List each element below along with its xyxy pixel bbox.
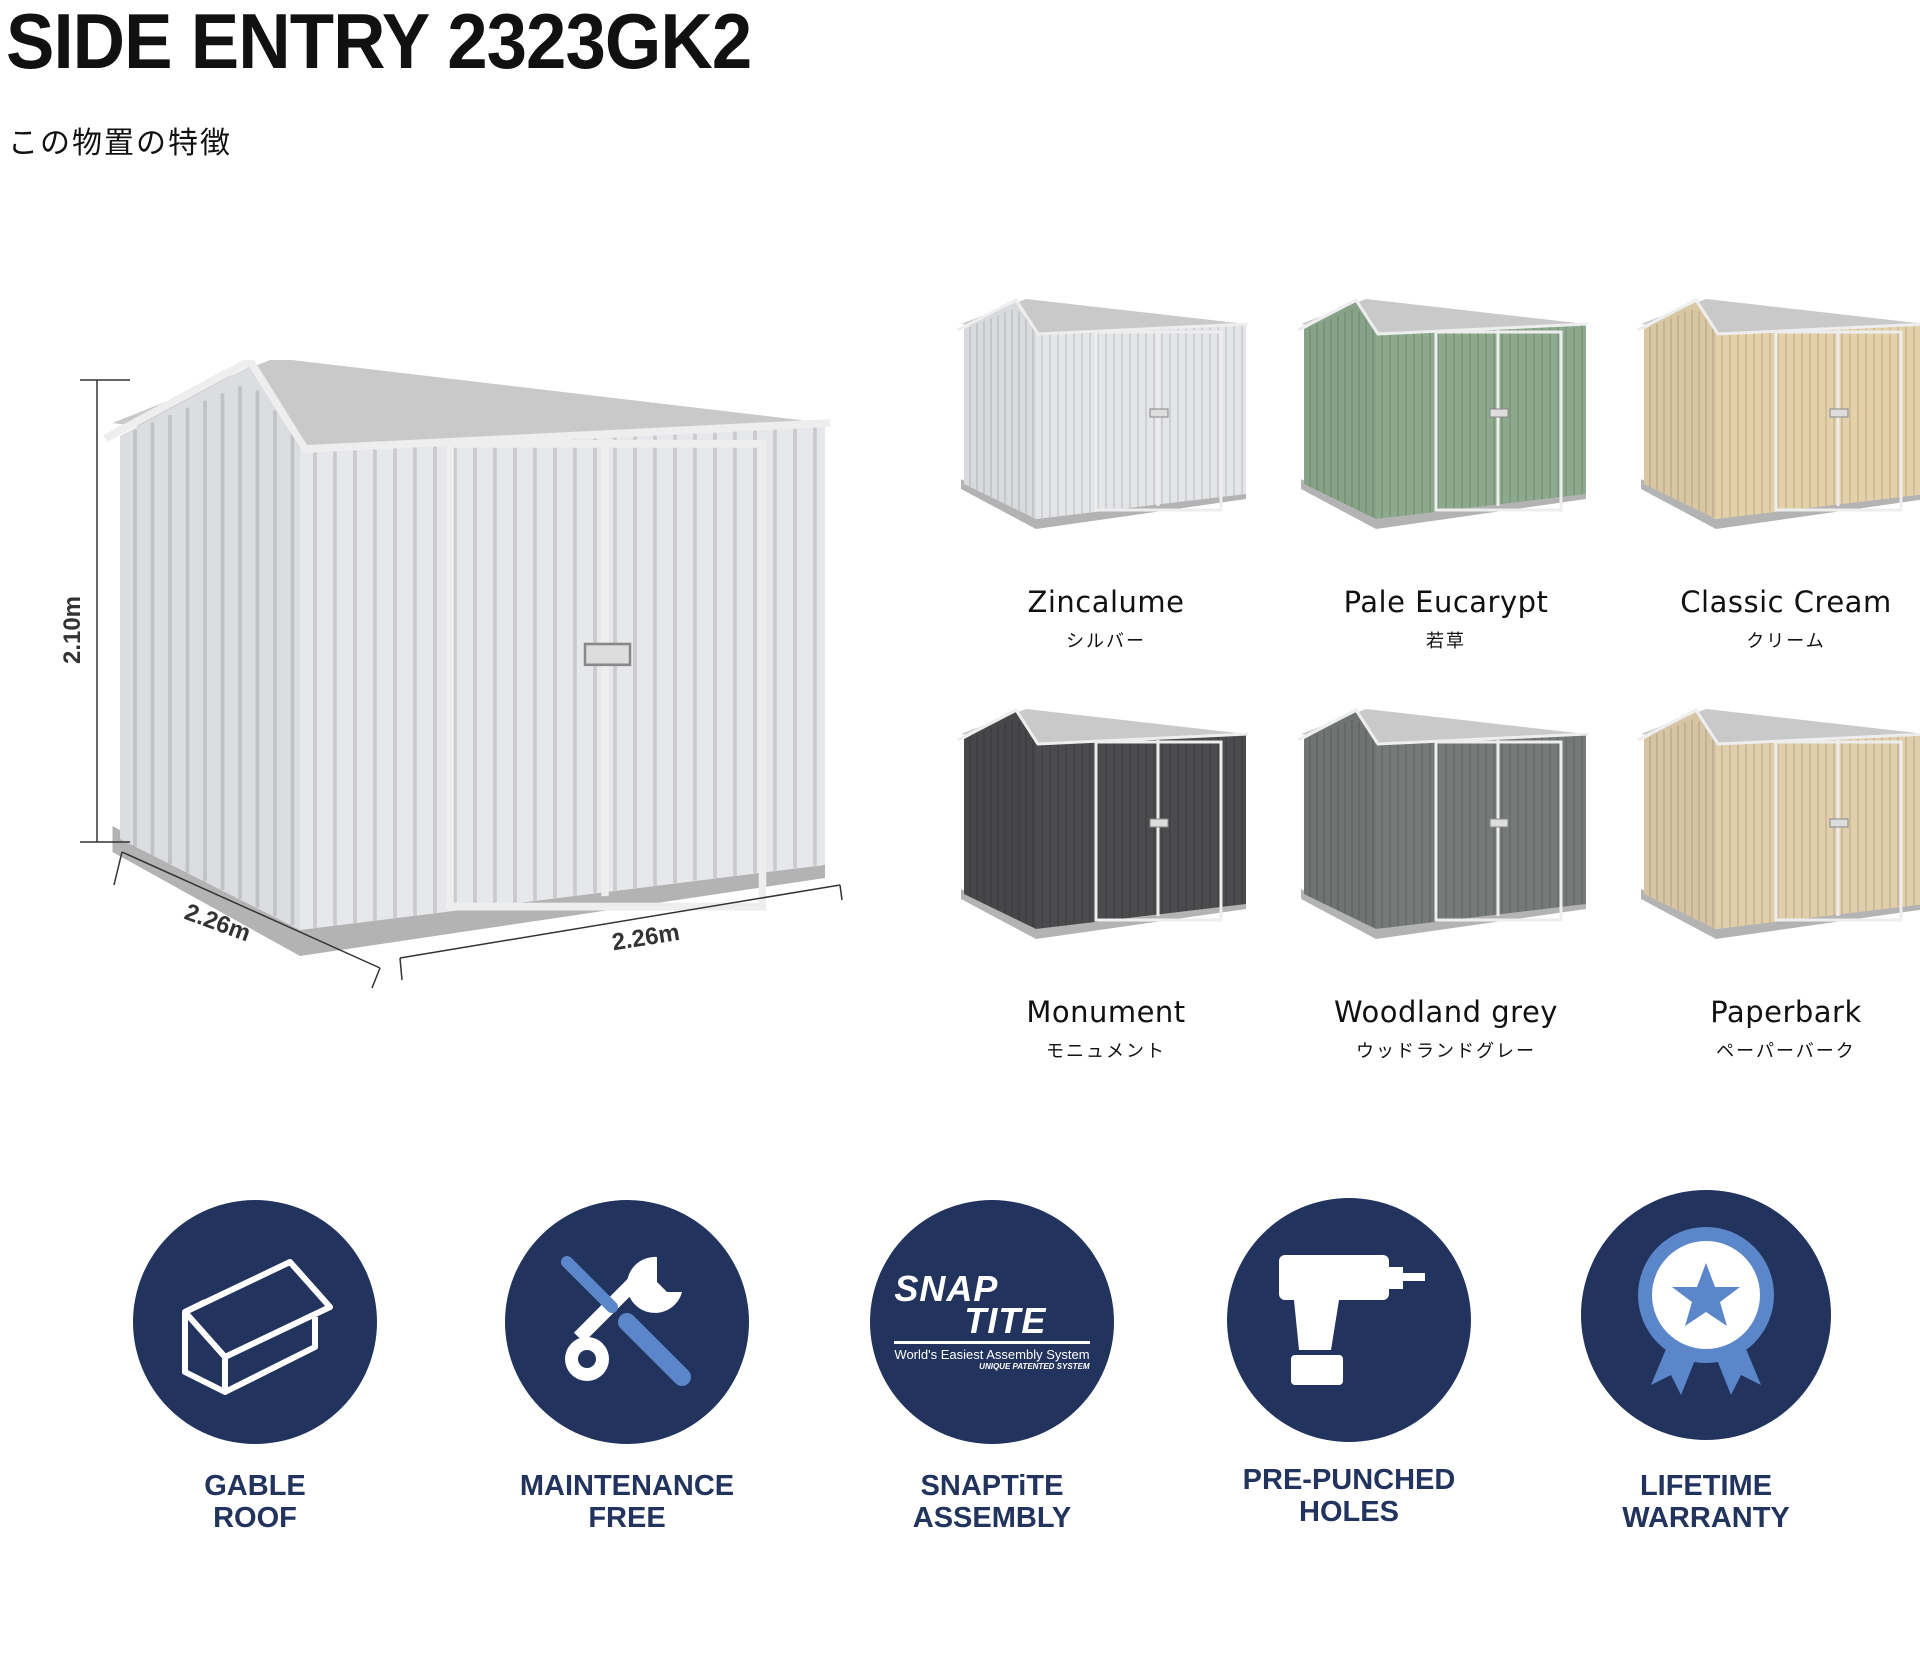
feature-label-line1: MAINTENANCE: [519, 1470, 735, 1502]
color-name-jp: 若草: [1426, 631, 1466, 652]
color-name: Pale Eucarypt: [1343, 585, 1549, 619]
feature-label-line2: HOLES: [1299, 1496, 1399, 1528]
color-swatch-pale-eucarypt[interactable]: Pale Eucarypt 若草: [1296, 294, 1596, 653]
color-name: Woodland grey: [1334, 995, 1558, 1029]
page-title: SIDE ENTRY 2323GK2: [6, 0, 752, 85]
color-name: Zincalume: [1027, 585, 1185, 619]
width-dimension: 2.26m: [610, 919, 681, 956]
color-name: Classic Cream: [1680, 585, 1892, 619]
color-name-jp: モニュメント: [1046, 1041, 1166, 1062]
color-swatch-classic-cream[interactable]: Classic Cream クリーム: [1636, 294, 1920, 653]
warranty-badge-icon: [1581, 1190, 1831, 1440]
color-name: Paperbark: [1710, 995, 1862, 1029]
snaptite-logo: SNAP TITE World's Easiest Assembly Syste…: [870, 1200, 1114, 1444]
gable-roof-icon: [133, 1200, 377, 1444]
feature-label-line2: WARRANTY: [1622, 1502, 1790, 1534]
shed-color-image: [1296, 294, 1596, 539]
main-shed-image: 2.10m 2.26m 2.26m: [50, 355, 860, 1000]
drill-icon: [1227, 1198, 1471, 1442]
feature-snaptite-assembly: SNAP TITE World's Easiest Assembly Syste…: [832, 1200, 1152, 1534]
feature-label-line2: FREE: [588, 1502, 666, 1534]
shed-color-image: [1636, 704, 1920, 949]
feature-label-line2: ROOF: [213, 1502, 297, 1534]
snaptite-logo-top: SNAP: [894, 1268, 999, 1309]
shed-drawing: [103, 355, 831, 956]
color-swatch-zincalume[interactable]: Zincalume シルバー: [956, 294, 1256, 653]
snaptite-tagline: World's Easiest Assembly System: [894, 1341, 1090, 1362]
dimension-lines: [80, 379, 843, 989]
color-swatch-monument[interactable]: Monument モニュメント: [956, 704, 1256, 1063]
shed-color-image: [956, 294, 1256, 539]
snaptite-logo-bottom: TITE: [964, 1300, 1047, 1341]
feature-label-line1: LIFETIME: [1639, 1470, 1773, 1502]
feature-label-line1: PRE-PUNCHED: [1242, 1464, 1456, 1496]
color-swatch-paperbark[interactable]: Paperbark ペーパーバーク: [1636, 704, 1920, 1063]
height-dimension: 2.10m: [59, 596, 86, 664]
shed-color-image: [1636, 294, 1920, 539]
color-name-jp: ウッドランドグレー: [1356, 1041, 1536, 1062]
shed-color-image: [956, 704, 1256, 949]
color-name: Monument: [1026, 995, 1186, 1029]
color-swatch-woodland-grey[interactable]: Woodland grey ウッドランドグレー: [1296, 704, 1596, 1063]
snaptite-subtagline: UNIQUE PATENTED SYSTEM: [979, 1362, 1090, 1371]
feature-label-line1: SNAPTiTE: [920, 1470, 1064, 1502]
color-name-jp: クリーム: [1746, 631, 1826, 652]
tools-icon: [505, 1200, 749, 1444]
shed-color-image: [1296, 704, 1596, 949]
feature-label-line2: ASSEMBLY: [912, 1502, 1072, 1534]
feature-label-line1: GABLE: [204, 1470, 306, 1502]
color-name-jp: シルバー: [1066, 631, 1146, 652]
page-subtitle: この物置の特徴: [8, 126, 232, 161]
color-name-jp: ペーパーバーク: [1716, 1041, 1856, 1062]
